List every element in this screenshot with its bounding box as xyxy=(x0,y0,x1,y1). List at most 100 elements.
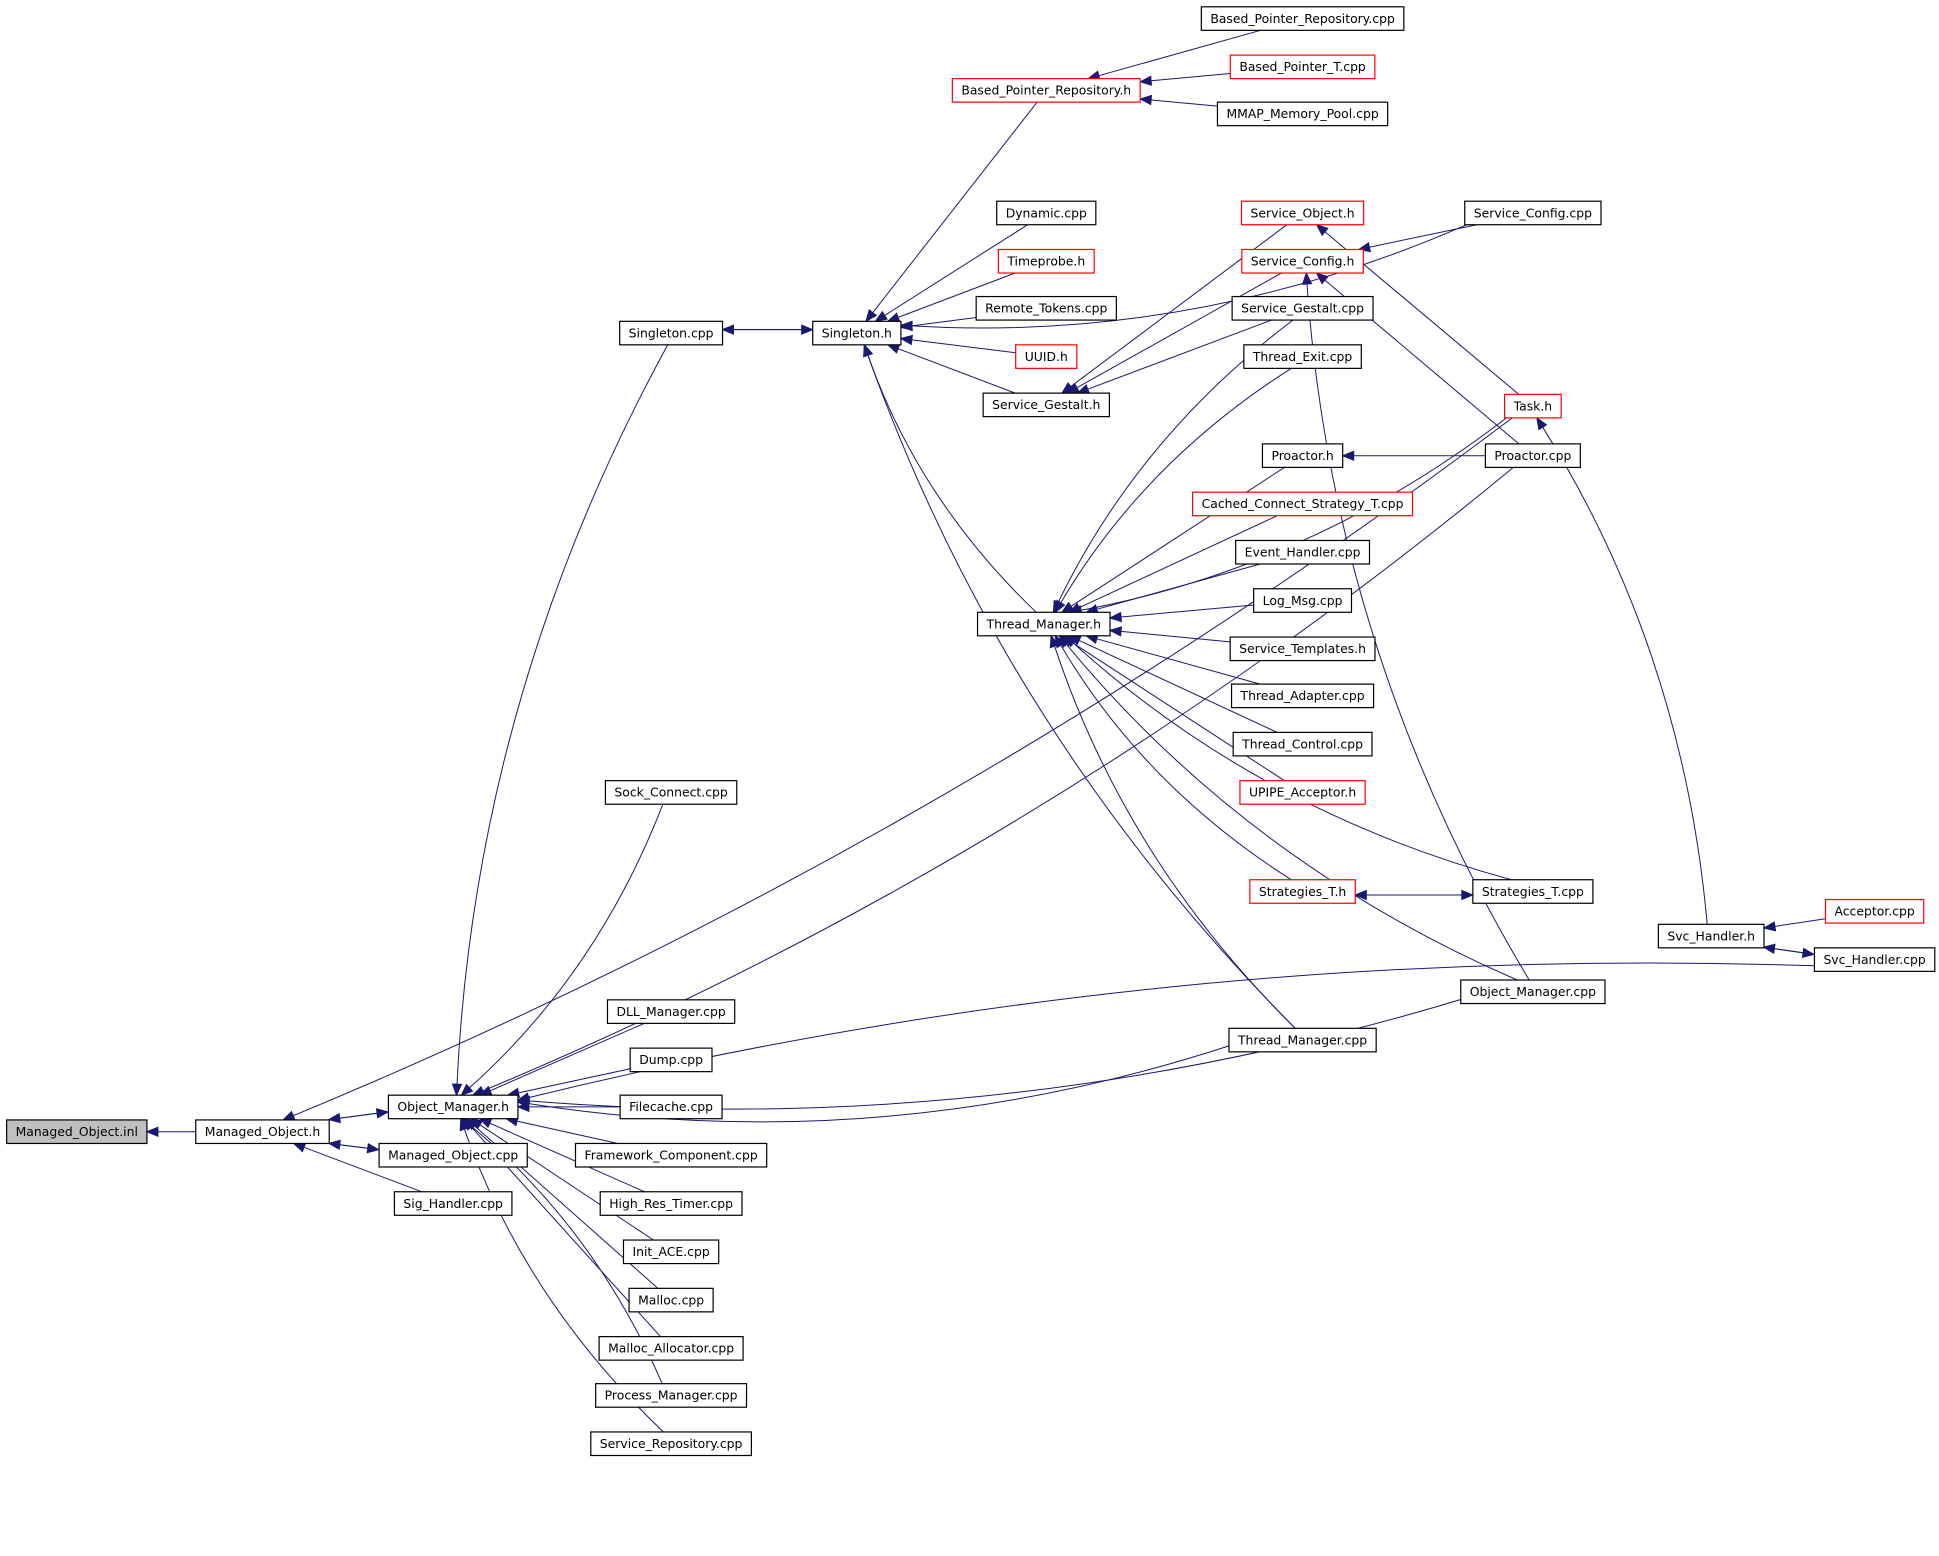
node-box[interactable] xyxy=(996,200,1097,226)
node-init-ace-cpp[interactable]: Init_ACE.cpp xyxy=(622,1239,720,1265)
node-strategies-t-h[interactable]: Strategies_T.h xyxy=(1249,879,1356,904)
node-strategies-t-cpp[interactable]: Strategies_T.cpp xyxy=(1472,879,1594,904)
node-malloc-cpp[interactable]: Malloc.cpp xyxy=(628,1287,714,1313)
node-box[interactable] xyxy=(1239,780,1366,805)
node-box[interactable] xyxy=(574,1142,768,1168)
node-service-object-h[interactable]: Service_Object.h xyxy=(1240,200,1365,226)
node-high-res-timer-cpp[interactable]: High_Res_Timer.cpp xyxy=(599,1191,743,1216)
node-box[interactable] xyxy=(604,780,738,805)
node-uuid-h[interactable]: UUID.h xyxy=(1015,344,1078,369)
node-proactor-cpp[interactable]: Proactor.cpp xyxy=(1484,443,1581,469)
node-box[interactable] xyxy=(1253,588,1353,613)
node-upipe-acceptor-h[interactable]: UPIPE_Acceptor.h xyxy=(1239,780,1366,805)
node-box[interactable] xyxy=(599,1191,743,1216)
node-timeprobe-h[interactable]: Timeprobe.h xyxy=(997,248,1095,274)
node-svc-handler-cpp[interactable]: Svc_Handler.cpp xyxy=(1813,947,1936,972)
node-box[interactable] xyxy=(1229,54,1376,80)
node-malloc-allocator-cpp[interactable]: Malloc_Allocator.cpp xyxy=(598,1336,744,1361)
node-based-pointer-t-cpp[interactable]: Based_Pointer_T.cpp xyxy=(1229,54,1376,80)
node-box[interactable] xyxy=(628,1287,714,1313)
node-dll-manager-cpp[interactable]: DLL_Manager.cpp xyxy=(606,999,736,1024)
node-box[interactable] xyxy=(997,248,1095,274)
node-box[interactable] xyxy=(629,1047,713,1073)
node-box[interactable] xyxy=(1235,539,1371,565)
node-box[interactable] xyxy=(1657,923,1765,949)
node-service-gestalt-h[interactable]: Service_Gestalt.h xyxy=(982,392,1110,418)
node-box[interactable] xyxy=(590,1431,752,1457)
node-box[interactable] xyxy=(619,320,724,346)
node-box[interactable] xyxy=(1249,879,1356,904)
node-box[interactable] xyxy=(606,999,736,1024)
node-dump-cpp[interactable]: Dump.cpp xyxy=(629,1047,713,1073)
node-object-manager-h[interactable]: Object_Manager.h xyxy=(387,1094,519,1120)
node-box[interactable] xyxy=(1015,344,1078,369)
node-box[interactable] xyxy=(1228,1027,1377,1053)
node-box[interactable] xyxy=(1484,443,1581,469)
node-service-config-h[interactable]: Service_Config.h xyxy=(1241,248,1364,274)
node-sock-connect-cpp[interactable]: Sock_Connect.cpp xyxy=(604,780,738,805)
node-remote-tokens-cpp[interactable]: Remote_Tokens.cpp xyxy=(975,295,1117,321)
node-box[interactable] xyxy=(595,1383,748,1408)
node-box[interactable] xyxy=(387,1094,519,1120)
node-thread-exit-cpp[interactable]: Thread_Exit.cpp xyxy=(1243,344,1362,369)
node-managed-object-cpp[interactable]: Managed_Object.cpp xyxy=(378,1142,528,1168)
node-dynamic-cpp[interactable]: Dynamic.cpp xyxy=(996,200,1097,226)
node-based-pointer-repository-h[interactable]: Based_Pointer_Repository.h xyxy=(951,78,1141,103)
node-box[interactable] xyxy=(1261,443,1344,469)
node-thread-manager-cpp[interactable]: Thread_Manager.cpp xyxy=(1228,1027,1377,1053)
node-box[interactable] xyxy=(1240,200,1365,226)
node-box[interactable] xyxy=(1813,947,1936,972)
node-box[interactable] xyxy=(1243,344,1362,369)
node-service-templates-h[interactable]: Service_Templates.h xyxy=(1229,636,1376,662)
node-based-pointer-repository-cpp[interactable]: Based_Pointer_Repository.cpp xyxy=(1200,6,1405,31)
node-box[interactable] xyxy=(812,320,902,346)
node-proactor-h[interactable]: Proactor.h xyxy=(1261,443,1344,469)
node-box[interactable] xyxy=(1472,879,1594,904)
node-box[interactable] xyxy=(982,392,1110,418)
node-box[interactable] xyxy=(975,295,1117,321)
node-box[interactable] xyxy=(1464,200,1602,226)
node-task-h[interactable]: Task.h xyxy=(1504,393,1562,419)
node-box[interactable] xyxy=(1231,295,1374,321)
node-box[interactable] xyxy=(622,1239,720,1265)
node-box[interactable] xyxy=(1460,979,1606,1005)
node-box[interactable] xyxy=(951,78,1141,103)
node-cached-connect-strategy-t-cpp[interactable]: Cached_Connect_Strategy_T.cpp xyxy=(1192,491,1414,517)
node-filecache-cpp[interactable]: Filecache.cpp xyxy=(619,1094,723,1120)
node-box[interactable] xyxy=(1229,636,1376,662)
node-process-manager-cpp[interactable]: Process_Manager.cpp xyxy=(595,1383,748,1408)
node-box[interactable] xyxy=(1192,491,1414,517)
node-managed-object-h[interactable]: Managed_Object.h xyxy=(195,1119,330,1145)
node-box[interactable] xyxy=(976,611,1111,637)
node-box[interactable] xyxy=(1230,683,1375,709)
node-log-msg-cpp[interactable]: Log_Msg.cpp xyxy=(1253,588,1353,613)
node-service-repository-cpp[interactable]: Service_Repository.cpp xyxy=(590,1431,752,1457)
node-thread-manager-h[interactable]: Thread_Manager.h xyxy=(976,611,1111,637)
node-acceptor-cpp[interactable]: Acceptor.cpp xyxy=(1824,898,1925,924)
node-box[interactable] xyxy=(1216,101,1389,127)
node-mmap-memory-pool-cpp[interactable]: MMAP_Memory_Pool.cpp xyxy=(1216,101,1389,127)
node-box[interactable] xyxy=(1241,248,1364,274)
node-managed-object-inl[interactable]: Managed_Object.inl xyxy=(6,1119,148,1145)
node-box[interactable] xyxy=(619,1094,723,1120)
node-thread-control-cpp[interactable]: Thread_Control.cpp xyxy=(1232,731,1373,757)
node-service-gestalt-cpp[interactable]: Service_Gestalt.cpp xyxy=(1231,295,1374,321)
node-sig-handler-cpp[interactable]: Sig_Handler.cpp xyxy=(393,1191,513,1216)
node-singleton-cpp[interactable]: Singleton.cpp xyxy=(619,320,724,346)
node-thread-adapter-cpp[interactable]: Thread_Adapter.cpp xyxy=(1230,683,1375,709)
node-box[interactable] xyxy=(6,1119,148,1145)
node-box[interactable] xyxy=(1232,731,1373,757)
node-box[interactable] xyxy=(1824,898,1925,924)
node-box[interactable] xyxy=(1504,393,1562,419)
node-service-config-cpp[interactable]: Service_Config.cpp xyxy=(1464,200,1602,226)
node-box[interactable] xyxy=(598,1336,744,1361)
node-box[interactable] xyxy=(1200,6,1405,31)
node-framework-component-cpp[interactable]: Framework_Component.cpp xyxy=(574,1142,768,1168)
node-singleton-h[interactable]: Singleton.h xyxy=(812,320,902,346)
node-box[interactable] xyxy=(195,1119,330,1145)
node-svc-handler-h[interactable]: Svc_Handler.h xyxy=(1657,923,1765,949)
node-box[interactable] xyxy=(393,1191,513,1216)
node-event-handler-cpp[interactable]: Event_Handler.cpp xyxy=(1235,539,1371,565)
node-box[interactable] xyxy=(378,1142,528,1168)
node-object-manager-cpp[interactable]: Object_Manager.cpp xyxy=(1460,979,1606,1005)
